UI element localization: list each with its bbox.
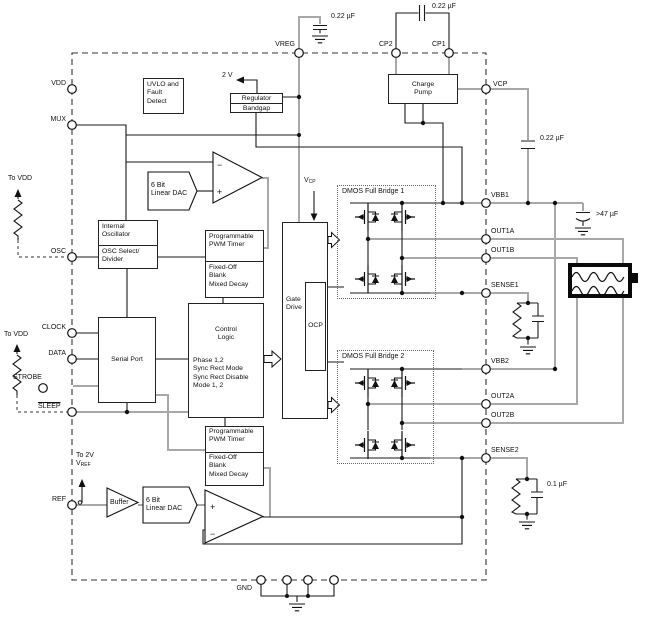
pin-label-clock: CLOCK bbox=[41, 324, 66, 331]
cap-vbb-label: >47 µF bbox=[596, 211, 619, 218]
cap-sense2-label: 0.1 µF bbox=[547, 481, 567, 488]
pin-label-vbb1: VBB1 bbox=[491, 192, 509, 199]
pin-label-cp1: CP1 bbox=[432, 41, 446, 48]
pin-gnd-2 bbox=[282, 575, 292, 585]
pin-sleep bbox=[67, 407, 77, 417]
pin-mux bbox=[67, 120, 77, 130]
opamp2-plus: + bbox=[210, 502, 215, 512]
pin-label-strobe: STROBE bbox=[13, 374, 42, 381]
dmos-bridge-2: DMOS Full Bridge 2 bbox=[337, 350, 434, 464]
pin-vdd bbox=[67, 84, 77, 94]
pin-label-ref: REF bbox=[52, 496, 66, 503]
pin-out1a bbox=[481, 234, 491, 244]
opamp2-triangle bbox=[204, 489, 265, 544]
serial-port-block: Serial Port bbox=[98, 317, 156, 403]
pwm-timer-1-block: Programmable PWM Timer Fixed-Off Blank M… bbox=[205, 230, 264, 298]
pin-cp2 bbox=[391, 48, 401, 58]
pin-gnd-1 bbox=[256, 575, 266, 585]
cap-vreg-label: 0.22 µF bbox=[331, 13, 355, 20]
pin-osc bbox=[67, 252, 77, 262]
pin-label-vbb2: VBB2 bbox=[491, 358, 509, 365]
gate-drive-label: Gate Drive bbox=[286, 296, 302, 312]
regulator-label: Regulator bbox=[231, 94, 282, 104]
buffer-label: Buffer bbox=[110, 499, 129, 506]
regulator-bandgap-block: Regulator Bandgap bbox=[230, 93, 283, 113]
cap-cp-label: 0.22 µF bbox=[432, 3, 456, 10]
pin-label-osc: OSC bbox=[50, 248, 66, 255]
pin-sense2 bbox=[481, 453, 491, 463]
bandgap-label: Bandgap bbox=[242, 105, 271, 112]
charge-pump-block: Charge Pump bbox=[388, 74, 458, 104]
motor-shaft-tab bbox=[632, 273, 638, 283]
regulator-2v-label: 2 V bbox=[222, 72, 233, 79]
ref-contact bbox=[77, 500, 83, 505]
pin-out1b bbox=[481, 253, 491, 263]
pin-label-sleep: SLEEP bbox=[38, 403, 61, 410]
pin-label-vcp: VCP bbox=[493, 81, 508, 88]
pin-label-gnd: GND bbox=[236, 585, 252, 592]
uvlo-block: UVLO and Fault Detect bbox=[143, 78, 184, 114]
pin-out2a bbox=[481, 399, 491, 409]
pin-label-sense2: SENSE2 bbox=[491, 447, 519, 454]
oscillator-block: Internal Oscillator OSC Select/ Divider bbox=[98, 220, 158, 269]
pin-label-out1b: OUT1B bbox=[491, 247, 515, 254]
pin-vbb1 bbox=[481, 198, 491, 208]
control-logic-block: Control Logic Phase 1,2 Sync Rect Mode S… bbox=[188, 303, 264, 418]
to-vdd-label-1: To VDD bbox=[8, 175, 33, 182]
pin-label-cp2: CP2 bbox=[379, 41, 393, 48]
pin-vreg bbox=[294, 48, 304, 58]
arrowheads bbox=[13, 76, 318, 487]
stepper-motor bbox=[568, 263, 632, 298]
opamp1-triangle bbox=[212, 151, 264, 204]
pin-label-out2b: OUT2B bbox=[491, 412, 515, 419]
opamp2-minus: − bbox=[210, 529, 215, 539]
gate-drive-block: Gate Drive OCP bbox=[282, 222, 328, 419]
pin-label-vdd: VDD bbox=[51, 80, 66, 87]
pin-clock bbox=[67, 328, 77, 338]
opamp1-plus: + bbox=[217, 187, 222, 197]
pin-strobe bbox=[38, 383, 48, 393]
dmos-bridge-1: DMOS Full Bridge 1 bbox=[337, 185, 436, 299]
to-2v-vref-label: To 2V VREF bbox=[76, 452, 94, 468]
pin-gnd-4 bbox=[329, 575, 339, 585]
cap-vcp-label: 0.22 µF bbox=[540, 135, 564, 142]
pin-out2b bbox=[481, 418, 491, 428]
pin-label-out1a: OUT1A bbox=[491, 228, 515, 235]
pin-vbb2 bbox=[481, 364, 491, 374]
ocp-block: OCP bbox=[305, 282, 326, 371]
pin-sense1 bbox=[481, 288, 491, 298]
pin-label-out2a: OUT2A bbox=[491, 393, 515, 400]
pin-cp1 bbox=[444, 48, 454, 58]
pin-label-sense1: SENSE1 bbox=[491, 282, 519, 289]
pin-data bbox=[67, 354, 77, 364]
pin-gnd-3 bbox=[303, 575, 313, 585]
pin-label-mux: MUX bbox=[50, 116, 66, 123]
opamp1-minus: − bbox=[217, 160, 222, 170]
vcp-supply-label: VCP bbox=[304, 177, 316, 185]
pin-label-vreg: VREG bbox=[275, 41, 295, 48]
to-vdd-label-2: To VDD bbox=[4, 331, 29, 338]
pin-ref bbox=[67, 500, 77, 510]
pin-label-data: DATA bbox=[48, 350, 66, 357]
pwm-timer-2-block: Programmable PWM Timer Fixed-Off Blank M… bbox=[205, 426, 264, 486]
pin-vcp bbox=[481, 84, 491, 94]
